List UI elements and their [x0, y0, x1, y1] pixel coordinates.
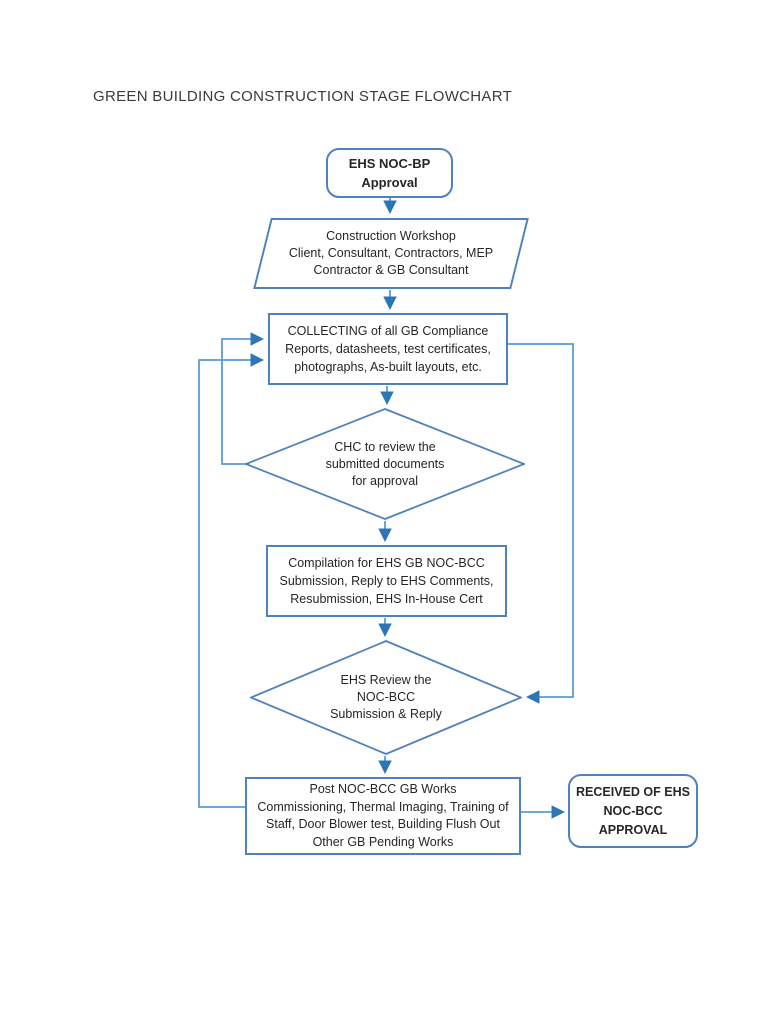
ehs-review-diamond: EHS Review the NOC-BCC Submission & Repl…	[250, 640, 522, 755]
flowchart-title: GREEN BUILDING CONSTRUCTION STAGE FLOWCH…	[93, 88, 513, 105]
chc-review-diamond: CHC to review the submitted documents fo…	[245, 408, 525, 520]
workshop-label: Construction Workshop Client, Consultant…	[288, 229, 494, 277]
workshop-parallelogram: Construction Workshop Client, Consultant…	[252, 218, 530, 289]
received-approval-node: RECEIVED OF EHS NOC-BCC APPROVAL	[568, 774, 698, 848]
compilation-box: Compilation for EHS GB NOC-BCC Submissio…	[266, 545, 507, 617]
collecting-label: COLLECTING of all GB Compliance Reports,…	[285, 324, 491, 374]
ehs-review-label: EHS Review the NOC-BCC Submission & Repl…	[330, 673, 442, 721]
diamond-shape	[250, 640, 522, 755]
received-approval-label: RECEIVED OF EHS NOC-BCC APPROVAL	[576, 784, 690, 837]
feedback-loop-chc-review-to-collecting	[221, 332, 265, 465]
compilation-label: Compilation for EHS GB NOC-BCC Submissio…	[279, 556, 494, 606]
chc-review-label: CHC to review the submitted documents fo…	[325, 439, 445, 488]
collecting-box: COLLECTING of all GB Compliance Reports,…	[268, 313, 508, 385]
start-node-label: EHS NOC-BP Approval	[348, 156, 431, 190]
post-works-label: Post NOC-BCC GB Works Commissioning, The…	[257, 782, 509, 849]
feedback-loop-post-works-to-collecting	[198, 353, 265, 808]
loop-collecting-to-ehs-review	[508, 343, 574, 704]
start-node: EHS NOC-BP Approval	[326, 148, 453, 198]
diamond-shape	[245, 408, 525, 520]
post-works-box: Post NOC-BCC GB Works Commissioning, The…	[245, 777, 521, 855]
